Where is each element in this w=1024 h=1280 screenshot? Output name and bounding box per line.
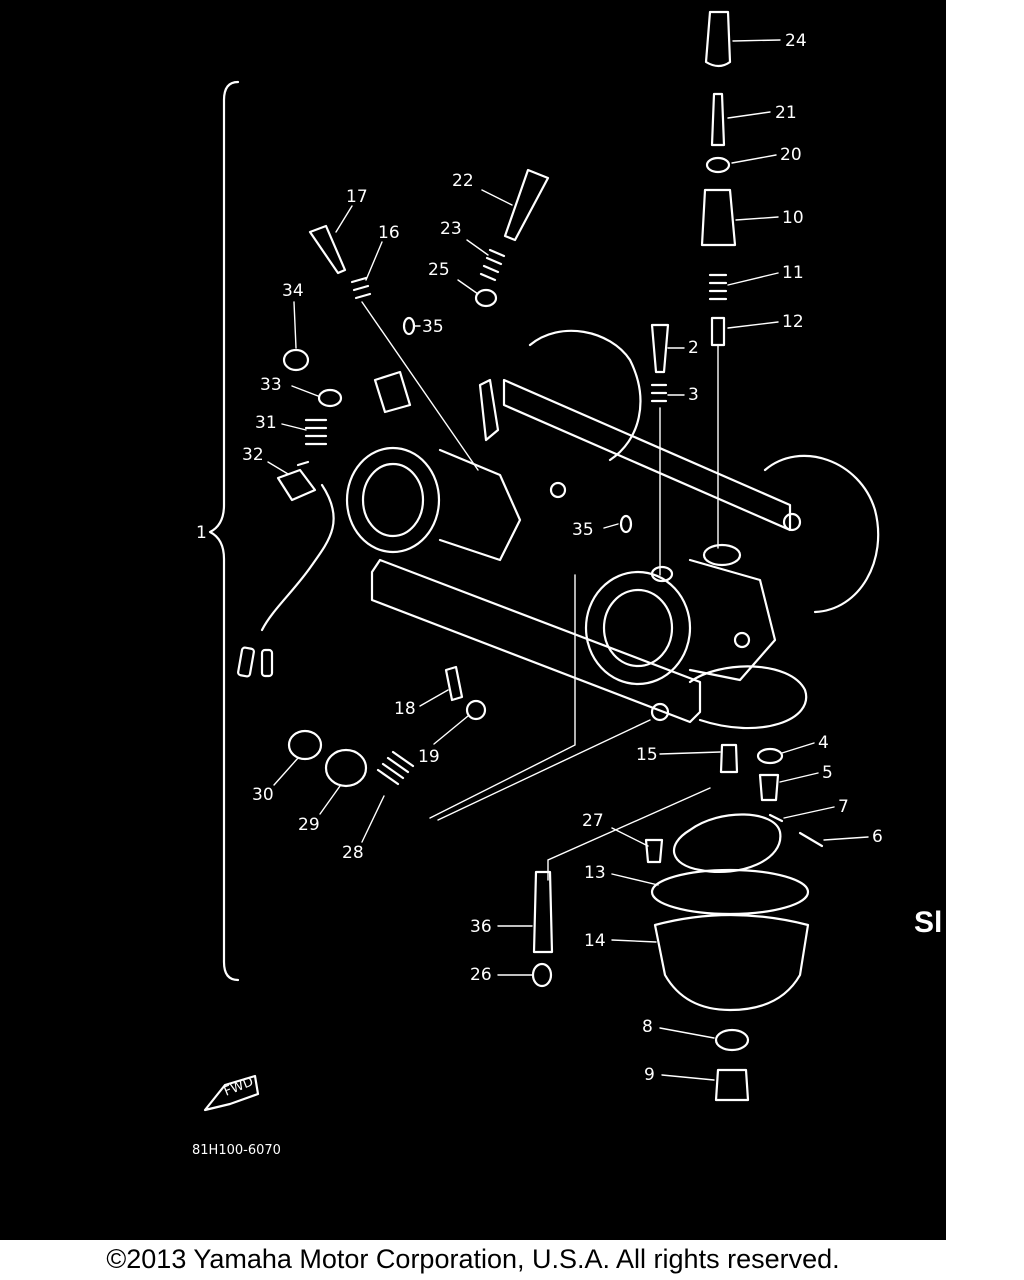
callout-24: 24: [785, 31, 807, 51]
callout-31: 31: [255, 413, 277, 433]
callout-20: 20: [780, 145, 802, 165]
part-28-spring: [376, 750, 415, 786]
part-31-spring: [304, 418, 328, 446]
callout-2: 2: [688, 338, 699, 358]
callout-25: 25: [428, 260, 450, 280]
part-27-screw: [644, 838, 664, 864]
part-21-needle: [710, 92, 726, 147]
part-3-spring: [650, 383, 668, 403]
callout-35-lower: 35: [572, 520, 594, 540]
guide-line: [429, 574, 711, 881]
cut-off-text: Sl: [914, 906, 942, 939]
callout-22: 22: [452, 171, 474, 191]
float: [672, 813, 782, 873]
part-32-screw: [276, 460, 317, 502]
part-10-holder: [700, 188, 737, 247]
part-13-gasket: [650, 868, 810, 916]
part-33-ring: [317, 388, 343, 408]
part-4-washer: [756, 747, 784, 765]
callout-30: 30: [252, 785, 274, 805]
part-12-jet: [710, 316, 726, 347]
callout-32: 32: [242, 445, 264, 465]
part-5-screw: [758, 773, 780, 802]
throttle-cable: [260, 483, 335, 632]
callout-9: 9: [644, 1065, 655, 1085]
callout-10: 10: [782, 208, 804, 228]
callout-11: 11: [782, 263, 804, 283]
callout-16: 16: [378, 223, 400, 243]
part-7-pin: [768, 813, 784, 823]
callout-3: 3: [688, 385, 699, 405]
part-36-tube: [532, 870, 554, 954]
callout-18: 18: [394, 699, 416, 719]
part-26-jet: [531, 962, 553, 988]
part-2-screw: [650, 323, 670, 374]
callout-29: 29: [298, 815, 320, 835]
callout-26: 26: [470, 965, 492, 985]
callout-23: 23: [440, 219, 462, 239]
fwd-arrow-icon: FWD: [203, 1074, 260, 1112]
part-9-plug: [714, 1068, 750, 1102]
part-35-ring-lower: [619, 514, 633, 534]
part-23-spring: [479, 248, 506, 282]
part-34-cap: [282, 348, 310, 372]
callout-6: 6: [872, 827, 883, 847]
callout-labels: 24 21 20 10 11 12 2 3 22 23 25 17 16 34 …: [196, 31, 883, 1085]
part-6-pin: [798, 831, 824, 848]
callout-34: 34: [282, 281, 304, 301]
part-18-pin: [444, 665, 464, 702]
callout-8: 8: [642, 1017, 653, 1037]
part-code: 81H100-6070: [192, 1143, 281, 1158]
callout-14: 14: [584, 931, 606, 951]
callout-28: 28: [342, 843, 364, 863]
callout-27: 27: [582, 811, 604, 831]
callout-1: 1: [196, 523, 207, 543]
part-29-piston: [324, 748, 368, 788]
callout-36: 36: [470, 917, 492, 937]
callout-21: 21: [775, 103, 797, 123]
callout-13: 13: [584, 863, 606, 883]
parts-diagram-panel: FWD 24 21 20 10 11 12 2 3 22 23 25 17 16…: [0, 0, 946, 1240]
part-16-spring: [350, 276, 372, 300]
callout-35-upper: 35: [422, 317, 444, 337]
part-8-washer: [714, 1028, 750, 1052]
callout-7: 7: [838, 797, 849, 817]
part-22-screw: [503, 168, 550, 242]
callout-33: 33: [260, 375, 282, 395]
part-20-washer: [705, 156, 731, 174]
part-15-jet: [719, 743, 739, 774]
part-11-spring: [708, 273, 728, 301]
callout-15: 15: [636, 745, 658, 765]
part-24-cap: [704, 10, 732, 68]
part-17-screw: [308, 224, 347, 275]
callout-12: 12: [782, 312, 804, 332]
callout-5: 5: [822, 763, 833, 783]
part-14-bowl: [653, 913, 810, 1012]
copyright-notice: ©2013 Yamaha Motor Corporation, U.S.A. A…: [106, 1244, 840, 1274]
carburetor-exploded-view: FWD 24 21 20 10 11 12 2 3 22 23 25 17 16…: [192, 10, 942, 1158]
carburetor-body: [345, 329, 880, 730]
callout-19: 19: [418, 747, 440, 767]
callout-4: 4: [818, 733, 829, 753]
part-19-clip: [465, 699, 487, 721]
part-30-sleeve: [287, 729, 323, 761]
part-35-ring-upper: [402, 316, 416, 336]
assembly-bracket: [208, 80, 240, 982]
part-25-ring: [474, 288, 498, 308]
callout-17: 17: [346, 187, 368, 207]
